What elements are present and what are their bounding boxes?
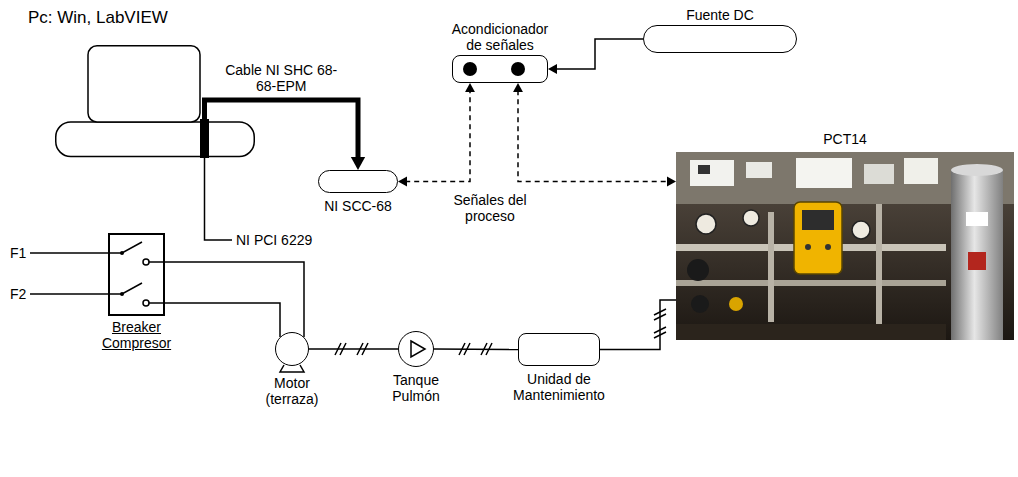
callout-label: NI PCI 6229 [236,232,312,248]
node-label: Pc: Win, LabVIEW [28,8,168,28]
valve-knob [691,295,709,313]
gauge [696,214,716,234]
yellow-instrument [794,202,842,274]
node-label: NI SCC-68 [303,198,413,214]
pc-base [56,122,255,157]
breaker-switches [108,233,165,316]
switch-pivot [120,251,124,255]
node-label: Tanque Pulmón [374,372,458,404]
connector-line [165,262,304,337]
valve-knob [729,297,743,311]
tank [951,170,1003,340]
valve-knob [687,259,709,281]
node-label: Breaker Compresor [95,319,179,351]
node-label: PCT14 [795,131,895,147]
connector-line [165,303,280,337]
connector [398,83,475,186]
node-label: Fuente DC [660,7,780,23]
edge-label: Cable NI SHC 68-68-EPM [216,62,346,94]
pct14-photo [676,152,1014,340]
tank-symbol [398,331,434,367]
panel-plate [864,164,894,184]
gauge [743,210,759,226]
tank-plate [966,212,988,226]
callout-label: F1 [10,245,26,261]
tank-circle: Tanque Pulmón [398,331,434,367]
terminal-dot [463,62,477,76]
pipe [876,204,882,324]
signal-conditioner: Acondicionador de señales [452,55,548,83]
node-label: Unidad de Mantenimiento [501,371,617,403]
arrowhead [351,157,365,170]
callout-label: Señales del proceso [440,192,540,224]
pipe [676,280,946,286]
switch-output [149,261,165,263]
connector-line [434,348,518,350]
pc-monitor [88,46,200,122]
switch-pivot [120,292,124,296]
phase-wire [30,252,108,254]
switch-lever [108,242,142,253]
maintenance-unit: Unidad de Mantenimiento [518,333,600,366]
connector [165,262,304,337]
arrowhead [548,64,557,74]
instrument-button [805,244,811,250]
connector-line [555,39,643,69]
arrowhead [513,83,523,92]
connector [434,349,518,351]
switch-contact [143,300,149,306]
photo-ground [676,152,1014,340]
panel-plate [746,162,772,178]
tank-sticker [968,252,986,270]
switch-lever [108,283,142,294]
pipe [768,212,774,322]
connector [513,83,676,186]
arrowhead [465,83,475,92]
motor-feet [280,365,304,372]
panel-plate [904,158,938,184]
instrument-button [825,244,831,250]
dc-supply: Fuente DC [643,25,797,53]
breaker-box: Breaker Compresor [108,233,165,316]
tank-triangle [411,341,425,357]
phase-wire [30,293,108,295]
connector-block: NI SCC-68 [318,170,398,193]
callout-label: F2 [10,286,26,302]
connector-line [518,90,669,181]
connector [309,349,398,350]
switch-output [149,302,165,304]
connector-line [405,90,470,181]
plant-photo: PCT14 [676,152,1014,340]
connector [600,300,676,350]
node-label: Acondicionador de señales [444,21,556,53]
panel-display [698,165,710,174]
panel-plate [796,158,852,188]
leader-line [205,158,233,240]
motor-symbol: Motor (terraza) [275,332,309,366]
gauge [852,221,870,239]
panel-plate [690,160,734,186]
instrument-screen [802,210,834,230]
rail [676,324,946,340]
switch-contact [143,259,149,265]
terminal-dot [511,62,525,76]
connector [548,39,643,74]
node-label: Motor (terraza) [250,375,334,407]
daq-card [200,119,209,158]
tank-top [951,164,1003,176]
connector-line [309,348,398,350]
connector-line [600,300,676,350]
arrowhead [667,177,676,187]
arrowhead [398,177,407,187]
connector [165,303,280,337]
